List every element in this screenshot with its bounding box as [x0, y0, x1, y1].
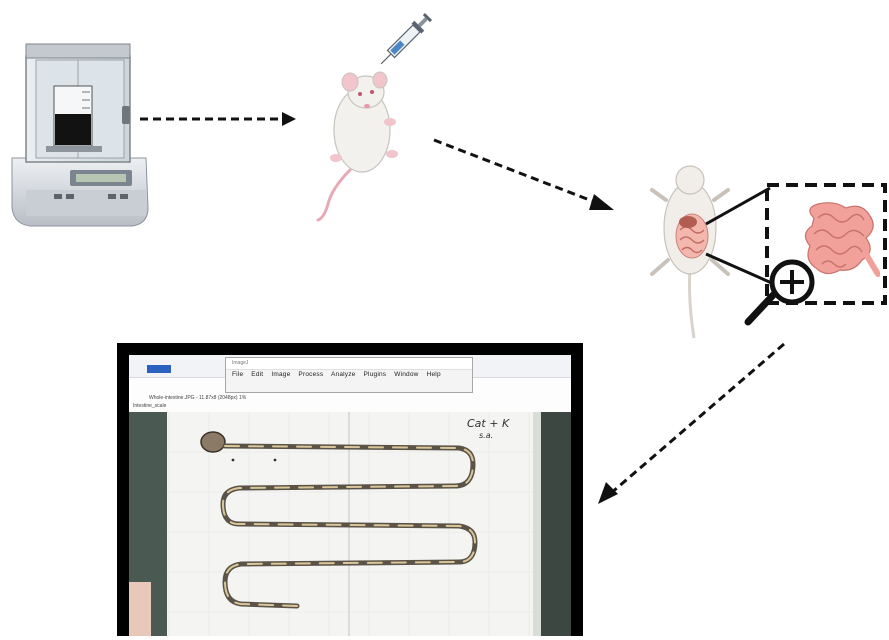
- menu-window: Window: [394, 371, 418, 378]
- mouse-icon: [310, 62, 414, 222]
- menu-process: Process: [298, 371, 323, 378]
- imagej-window: ImageJ File Edit Image Process Analyze P…: [225, 357, 473, 393]
- menu-edit: Edit: [251, 371, 263, 378]
- intestine-icon: [800, 198, 880, 282]
- arrow-dashed-right: [138, 108, 298, 130]
- menu-image: Image: [271, 371, 290, 378]
- imagej-menu-bar: File Edit Image Process Analyze Plugins …: [232, 371, 447, 378]
- intestine-photo: Cat + K s.a.: [129, 412, 571, 636]
- analytical-balance-icon: [6, 40, 152, 234]
- imagej-screenshot-panel: ImageJ File Edit Image Process Analyze P…: [117, 343, 583, 636]
- menu-help: Help: [427, 371, 441, 378]
- imagej-title: ImageJ: [226, 358, 472, 370]
- imagej-screenshot: ImageJ File Edit Image Process Analyze P…: [129, 355, 571, 636]
- photo-handwritten-note: Cat + K: [467, 418, 509, 429]
- menu-plugins: Plugins: [364, 371, 387, 378]
- menu-file: File: [232, 371, 243, 378]
- menu-analyze: Analyze: [331, 371, 356, 378]
- ribbon-tab: [147, 365, 171, 373]
- image-scale-label: Intestine_scale: [133, 403, 166, 409]
- arrow-dashed-diagonal-down: [432, 136, 618, 216]
- photo-handwritten-note-sub: s.a.: [479, 431, 493, 440]
- image-status: Whole-intestine.JPG - 11.87x8 (2048px) 1…: [149, 395, 246, 401]
- syringe-icon: [376, 6, 440, 68]
- arrow-dashed-diagonal-left: [594, 338, 794, 508]
